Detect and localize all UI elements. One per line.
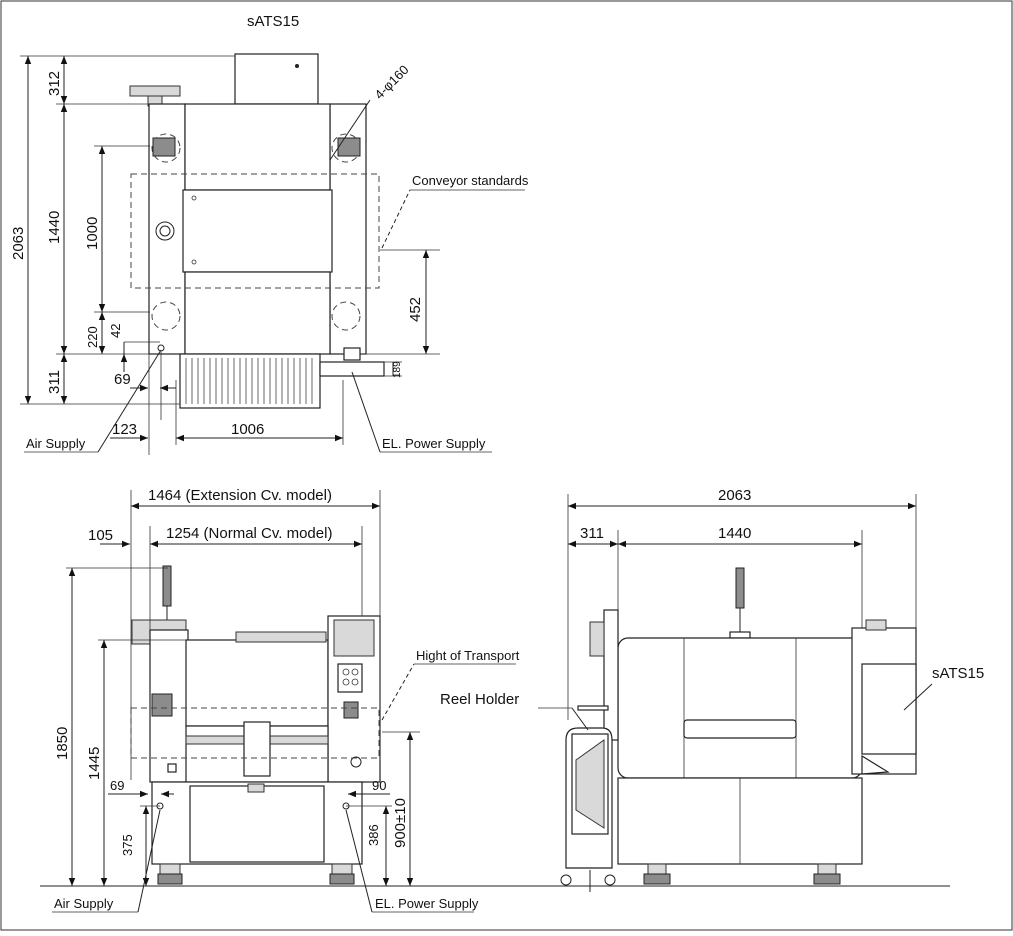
front-power-label: EL. Power Supply — [375, 896, 479, 911]
front-signal-tower — [162, 565, 172, 607]
front-normal-label: 1254 (Normal Cv. model) — [166, 525, 332, 542]
top-sats15-label: sATS15 — [247, 13, 299, 30]
top-mid-block — [182, 189, 333, 273]
front-main-cover — [185, 639, 329, 727]
top-dim-123: 123 — [112, 421, 137, 438]
front-dim-69: 69 — [110, 778, 124, 793]
top-conveyor-label: Conveyor standards — [412, 173, 529, 188]
top-dim-42: 42 — [108, 324, 123, 338]
front-view: 1464 (Extension Cv. model) 1254 (Normal … — [40, 487, 950, 913]
side-main-body — [617, 637, 863, 779]
top-power-label: EL. Power Supply — [382, 436, 486, 451]
front-dim-900: 900±10 — [392, 798, 409, 848]
top-dim-220: 220 — [85, 326, 100, 348]
top-dim-189: 189 — [392, 361, 403, 378]
front-dim-1850: 1850 — [54, 727, 71, 760]
side-sats15-label: sATS15 — [932, 665, 984, 682]
top-power-box — [319, 361, 385, 377]
side-reel-label: Reel Holder — [440, 691, 519, 708]
top-dim-1440: 1440 — [46, 211, 63, 244]
top-dim-69: 69 — [114, 371, 131, 388]
top-hole-leader — [329, 99, 371, 161]
front-transport-label: Hight of Transport — [416, 648, 520, 663]
front-dim-386: 386 — [366, 824, 381, 846]
side-view: 2063 311 1440 Reel Holder sATS15 — [440, 487, 984, 892]
side-dim-2063: 2063 — [718, 487, 751, 504]
front-extension-label: 1464 (Extension Cv. model) — [148, 487, 332, 504]
top-dim-312: 312 — [46, 71, 63, 96]
top-signal-tower — [129, 85, 181, 97]
top-view: sATS15 4-φ160 Conveyor standards Air Sup… — [10, 13, 529, 455]
front-dim-375: 375 — [120, 834, 135, 856]
front-monitor — [333, 619, 375, 657]
front-dim-105: 105 — [88, 527, 113, 544]
front-dim-1445: 1445 — [86, 747, 103, 780]
top-sats15-box — [234, 53, 319, 105]
top-air-label: Air Supply — [26, 436, 86, 451]
top-conveyor-outline — [130, 173, 380, 289]
side-signal-tower — [735, 567, 745, 609]
front-dim-90: 90 — [372, 778, 386, 793]
top-air-port — [157, 344, 165, 352]
top-hole-label: 4-φ160 — [372, 62, 412, 102]
side-reel-holder — [560, 705, 616, 892]
top-dim-311: 311 — [46, 370, 63, 394]
top-dim-1000: 1000 — [84, 217, 101, 250]
side-dim-311: 311 — [580, 525, 604, 542]
top-dim-452: 452 — [407, 297, 424, 322]
top-lower-head — [184, 271, 331, 355]
top-dim-2063: 2063 — [10, 227, 27, 260]
side-dim-1440: 1440 — [718, 525, 751, 542]
top-upper-head — [184, 103, 331, 191]
front-air-label: Air Supply — [54, 896, 114, 911]
top-feeder-bank — [179, 353, 321, 409]
top-dim-1006: 1006 — [231, 421, 264, 438]
